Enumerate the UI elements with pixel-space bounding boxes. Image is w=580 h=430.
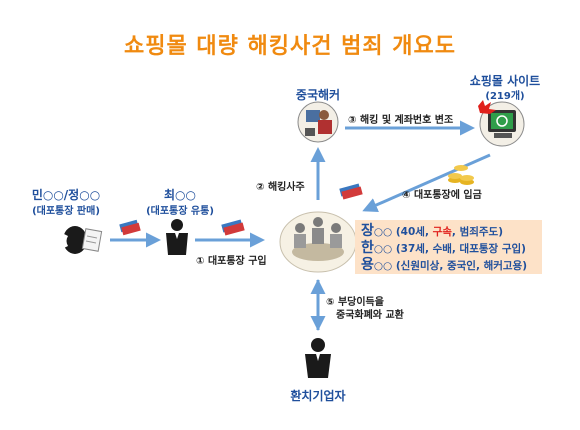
bankbook-icon — [119, 219, 141, 236]
hacker-icon — [297, 101, 339, 143]
step-3-label: ③ 해킹 및 계좌번호 변조 — [348, 115, 454, 126]
suspect-row: 장○○ (40세, 구속, 범죄주도) — [361, 223, 504, 239]
suspect-row: 한○○ (37세, 수배, 대포통장 구입) — [361, 240, 526, 256]
businessman-icon — [166, 219, 188, 255]
suspect-row: 용○○ (신원미상, 중국인, 해커고용) — [361, 257, 528, 273]
seller-name: 민○○/정○○ — [31, 188, 101, 202]
hacker-label: 중국해커 — [295, 88, 341, 102]
suspects-info-box: 장○○ (40세, 구속, 범죄주도) 한○○ (37세, 수배, 대포통장 구… — [355, 220, 542, 274]
step-5-label-line2: 중국화폐와 교환 — [336, 310, 404, 321]
site-count: (219개) — [485, 91, 525, 102]
site-label: 쇼핑몰 사이트 — [469, 74, 541, 88]
bankbook-icon — [339, 183, 363, 200]
gang-meeting-icon — [279, 211, 357, 273]
step-4-label: ④ 대포통장에 입금 — [402, 190, 482, 201]
step-1-label: ① 대포통장 구입 — [196, 256, 267, 267]
bankbook-icon — [221, 219, 245, 236]
page-title: 쇼핑몰 대량 해킹사건 범죄 개요도 — [124, 34, 456, 59]
phone-person-icon — [61, 226, 103, 254]
businessman-icon — [305, 338, 331, 378]
step-2-label: ② 해킹사주 — [256, 182, 305, 193]
step-5-label-line1: ⑤ 부당이득을 — [326, 297, 384, 308]
computer-site-icon — [478, 100, 525, 147]
arrow-site-to-gang — [362, 153, 491, 213]
coins-icon — [448, 165, 474, 185]
distributor-role: (대포통장 유통) — [146, 206, 214, 217]
seller-role: (대포통장 판매) — [32, 206, 100, 217]
status-highlight: 구속 — [432, 226, 452, 238]
local-exchanger-label: 환치기업자 — [290, 389, 346, 403]
distributor-name: 최○○ — [164, 188, 196, 202]
